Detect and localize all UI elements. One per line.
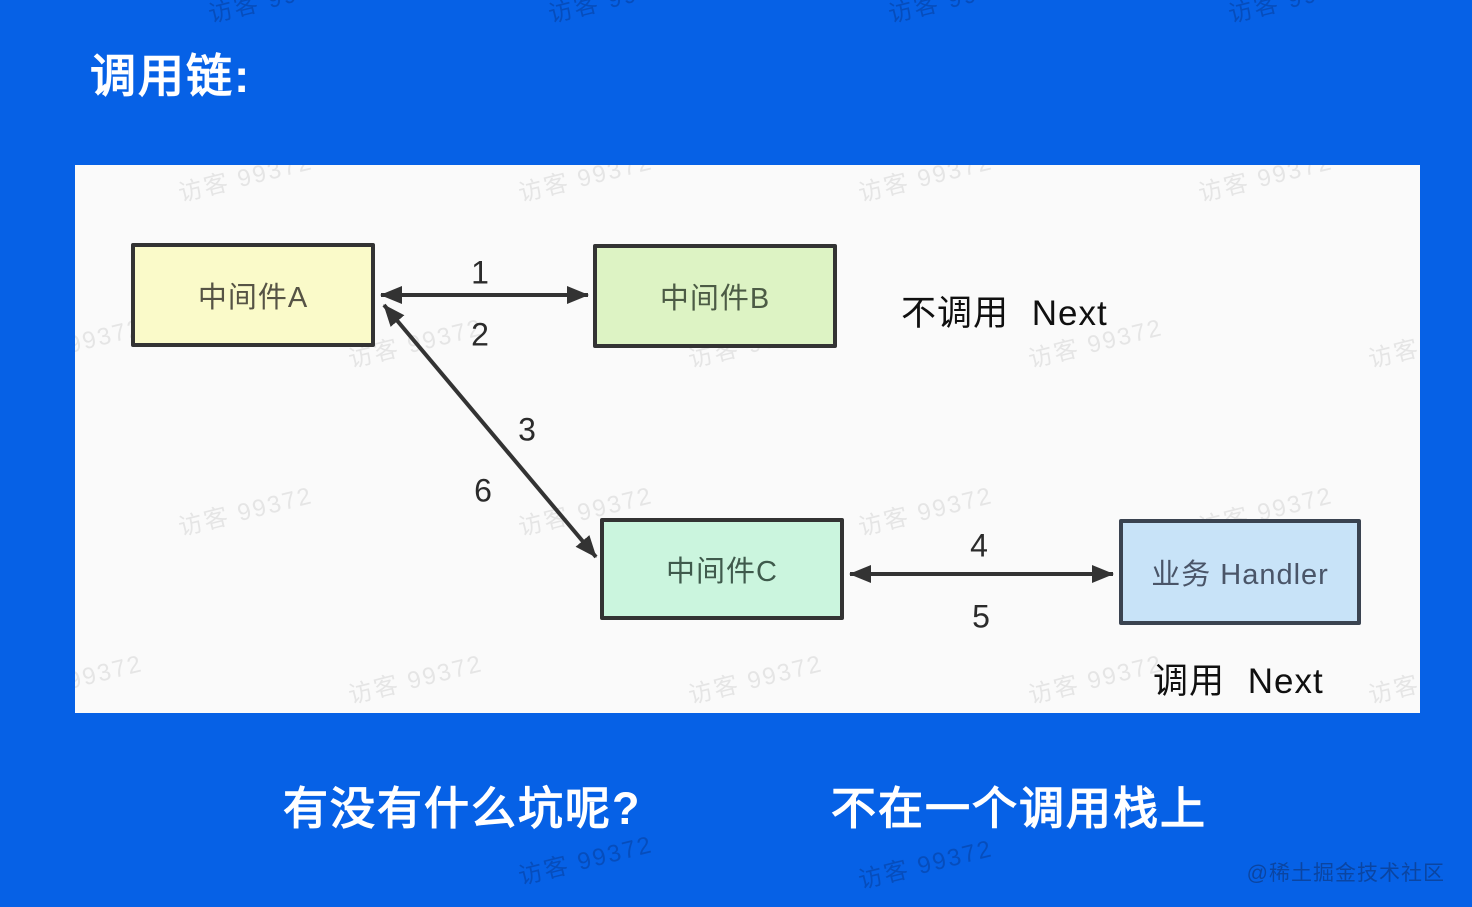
box-middleware-b-label: 中间件B <box>659 283 771 315</box>
box-business-handler: 业务 Handler <box>1119 519 1361 625</box>
connector-arrows <box>380 286 1114 583</box>
box-middleware-c-label: 中间件C <box>666 556 778 588</box>
step-label-4: 4 <box>970 527 988 564</box>
note-no-next: 不调用 Next <box>901 294 1108 333</box>
watermark: 访客 99372 <box>855 835 996 895</box>
step-label-1: 1 <box>471 254 489 291</box>
watermark: 访客 99372 <box>544 0 686 30</box>
arrow-a-c <box>382 303 598 559</box>
box-middleware-a-label: 中间件A <box>197 282 309 314</box>
community-credit-watermark: @稀土掘金技术社区 <box>1246 862 1445 885</box>
caption-answer: 不在一个调用栈上 <box>831 783 1208 834</box>
step-label-2: 2 <box>471 316 489 353</box>
box-business-handler-label: 业务 Handler <box>1151 559 1329 591</box>
box-middleware-c: 中间件C <box>600 518 844 620</box>
watermark: 访客 99372 <box>884 0 1026 30</box>
step-label-3: 3 <box>518 411 536 448</box>
watermark: 访客 99372 <box>204 0 346 30</box>
diagram-panel: 访客 99372 访客 99372 访客 99372 访客 99372 访客 9… <box>75 165 1420 713</box>
caption-question: 有没有什么坑呢? <box>283 783 642 834</box>
step-label-5: 5 <box>972 598 990 635</box>
box-middleware-a: 中间件A <box>131 243 375 347</box>
page-title: 调用链: <box>90 50 252 102</box>
watermark: 访客 99372 <box>1224 0 1366 30</box>
note-call-next: 调用 Next <box>1153 662 1324 701</box>
box-middleware-b: 中间件B <box>593 244 837 348</box>
step-label-6: 6 <box>474 472 492 509</box>
